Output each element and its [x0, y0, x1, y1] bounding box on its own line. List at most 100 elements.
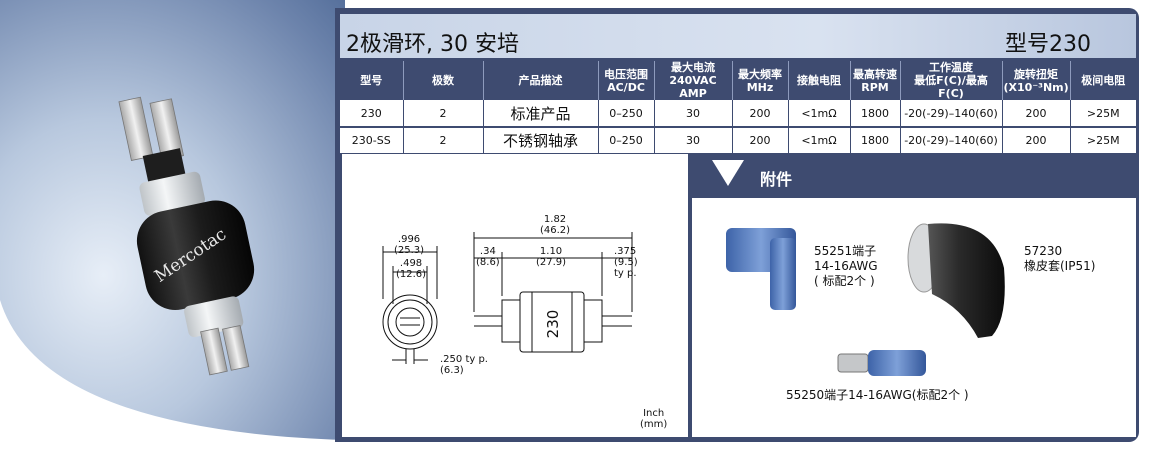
unit-legend: Inch (mm) — [640, 408, 667, 430]
dim-text: .498 — [399, 258, 423, 269]
table-cell: 1800 — [850, 127, 901, 155]
table-cell: 1800 — [850, 100, 901, 128]
accessories-box: 55251端子 14-16AWG ( 标配2个 ) 57230 橡皮套(IP51… — [692, 198, 1136, 437]
table-cell: 标准产品 — [483, 100, 599, 128]
slip-ring-photo: Mercotac — [0, 96, 345, 459]
table-cell: 200 — [732, 100, 789, 128]
column-header-line: MHz — [746, 80, 774, 94]
dim-right-pin: .375 (9.5) ty p. — [614, 246, 638, 279]
table-cell: 200 — [732, 127, 789, 155]
accessory-spec: 橡皮套(IP51) — [1024, 259, 1096, 273]
table-cell: 200 — [1002, 127, 1071, 155]
dim-text: .34 — [479, 246, 496, 257]
column-header-line: 接触电阻 — [797, 74, 841, 87]
dimension-drawing: 230 .996 (25.3) .498 (12.6) 1.82 (46.2) … — [342, 154, 688, 437]
column-header-line: RPM — [861, 80, 889, 94]
dim-body-length: 1.10 (27.9) — [536, 246, 566, 268]
accessory-spec: 14-16AWG — [814, 259, 878, 273]
column-header-line: 最高转速 — [853, 67, 897, 81]
terminal-55250-icon — [837, 350, 926, 376]
column-header-line: 最低F(C)/最高F(C) — [914, 74, 988, 100]
dim-text: (46.2) — [540, 225, 571, 236]
column-header-line: 极数 — [432, 74, 454, 87]
table-cell: 不锈钢轴承 — [483, 127, 599, 155]
dim-text: .375 — [614, 246, 637, 257]
table-cell: <1mΩ — [788, 127, 851, 155]
column-header-line: AC/DC — [607, 80, 645, 94]
dim-text: (25.3) — [394, 245, 425, 256]
table-cell: 0–250 — [598, 127, 655, 155]
dim-inner-diameter: .498 (12.6) — [396, 258, 426, 280]
dim-overall-length: 1.82 (46.2) — [540, 214, 570, 236]
column-header-line: 极间电阻 — [1081, 74, 1126, 87]
table-cell: 230 — [340, 100, 404, 128]
column-header: 工作温度最低F(C)/最高F(C) — [900, 61, 1003, 100]
table-cell: 2 — [403, 127, 484, 155]
accessory-57230: 57230 橡皮套(IP51) — [1024, 244, 1095, 274]
dim-text: .250 ty p. — [440, 354, 488, 365]
triangle-down-icon — [712, 160, 744, 186]
column-header: 产品描述 — [483, 61, 599, 100]
dim-text: (6.3) — [440, 365, 464, 376]
model-number: 型号230 — [1005, 32, 1091, 57]
column-header-line: 电压范围 — [604, 67, 648, 81]
column-header-line: (X10⁻³Nm) — [1003, 80, 1069, 94]
dim-text: ty p. — [614, 268, 637, 279]
accessories-svg — [726, 223, 1005, 376]
unit-mm: (mm) — [640, 419, 668, 430]
accessory-code: 57230 — [1024, 244, 1063, 258]
dim-text: 1.82 — [543, 214, 567, 225]
column-header-line: 240VAC AMP — [669, 74, 717, 100]
dim-text: 1.10 — [539, 246, 563, 257]
terminal-55251-icon — [726, 228, 796, 310]
rubber-boot-57230-icon — [907, 223, 1005, 338]
dim-outer-diameter: .996 (25.3) — [394, 234, 424, 256]
product-photo-panel: Mercotac — [0, 0, 345, 459]
accessory-code: 55251端子 — [814, 244, 877, 258]
end-view-outer-circle — [382, 294, 438, 350]
column-header: 接触电阻 — [788, 61, 851, 100]
accessory-note: ( 标配2个 ) — [814, 274, 875, 288]
column-header-line: 旋转扭矩 — [1014, 67, 1058, 81]
dim-text: .996 — [397, 234, 421, 245]
body-label: 230 — [544, 310, 562, 339]
accessories-header — [692, 154, 1136, 196]
column-header-line: 最大频率 — [738, 67, 782, 81]
dim-left-pin: .34 (8.6) — [476, 246, 500, 268]
dim-text: (12.6) — [396, 269, 427, 280]
dim-text: (27.9) — [536, 257, 567, 268]
accessories-title: 附件 — [760, 170, 793, 189]
title-bar — [340, 14, 1136, 58]
table-cell: 0–250 — [598, 100, 655, 128]
table-cell: >25M — [1070, 127, 1136, 155]
table-cell: <1mΩ — [788, 100, 851, 128]
table-cell: -20(-29)–140(60) — [900, 100, 1003, 128]
table-cell: -20(-29)–140(60) — [900, 127, 1003, 155]
column-header: 极数 — [403, 61, 484, 100]
page-title: 2极滑环, 30 安培 — [346, 32, 519, 57]
column-header: 极间电阻 — [1070, 61, 1136, 100]
column-header-line: 最大电流 — [671, 61, 715, 74]
dim-text: (9.5) — [614, 257, 638, 268]
table-cell: >25M — [1070, 100, 1136, 128]
table-cell: 30 — [654, 100, 733, 128]
table-cell: 2 — [403, 100, 484, 128]
accessory-55250: 55250端子14-16AWG(标配2个 ) — [786, 388, 969, 403]
accessory-code: 55250端子14-16AWG(标配2个 ) — [786, 388, 969, 402]
column-header-line: 工作温度 — [929, 61, 973, 74]
dim-pin-gap: .250 ty p. (6.3) — [440, 354, 488, 376]
table-cell: 230-SS — [340, 127, 404, 155]
drawing-svg: 230 — [382, 232, 633, 364]
column-header-line: 产品描述 — [518, 74, 563, 87]
table-cell: 30 — [654, 127, 733, 155]
